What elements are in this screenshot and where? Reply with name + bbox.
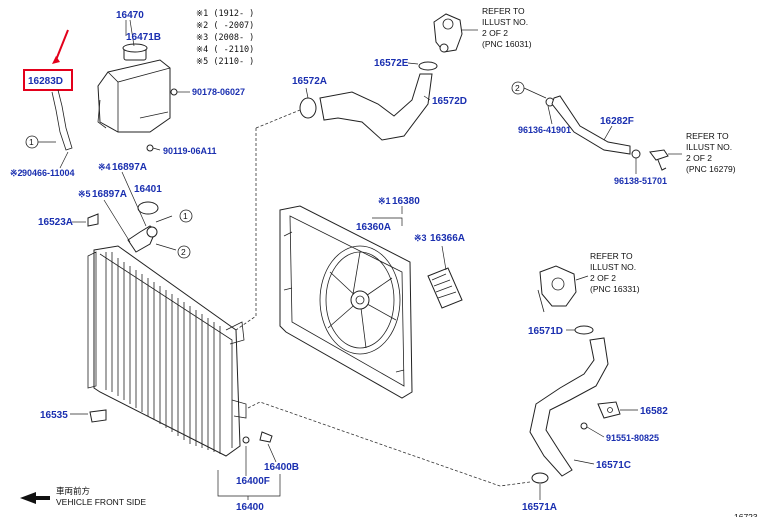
lower-hose-16571c-drawing [529, 337, 609, 477]
ref-1-line-1: REFER TO [482, 6, 525, 16]
ref-block-2: REFER TO ILLUST NO. 2 OF 2 (PNC 16279) [686, 131, 736, 174]
label-16400B[interactable]: 16400B [264, 462, 299, 473]
label-16366A[interactable]: 16366A [430, 233, 465, 244]
fan-motor-cover-drawing [427, 267, 463, 309]
clamp-16572a-drawing [299, 97, 317, 119]
circle-ref-2-a [177, 245, 191, 259]
label-16400[interactable]: 16400 [236, 502, 264, 513]
bushing-16523a-drawing [87, 213, 99, 227]
mark-5: ※5 [78, 189, 91, 199]
reservoir-tank-drawing [97, 43, 178, 152]
bushing-16535-drawing [89, 409, 107, 423]
dashed-lead-upper [235, 109, 301, 331]
clamp-96138-drawing [631, 149, 641, 159]
radiator-cap-drawing [127, 201, 177, 253]
label-16400F[interactable]: 16400F [236, 476, 270, 487]
note-5: ※5 (2110- ) [196, 57, 254, 67]
highlight-box [23, 69, 73, 91]
ref-2-line-4: (PNC 16279) [686, 164, 736, 174]
ref-1-line-3: 2 OF 2 [482, 28, 508, 38]
bypass-hose-16282f-drawing [551, 95, 631, 155]
label-91551-80825[interactable]: 91551-80825 [606, 433, 659, 443]
dashed-lead-lower [247, 401, 531, 487]
ref-1-line-2: ILLUST NO. [482, 17, 528, 27]
clamp-16571d-drawing [574, 325, 594, 335]
fan-shroud-drawing [279, 205, 413, 399]
ref-1-line-4: (PNC 16031) [482, 39, 532, 49]
mark-3: ※3 [414, 233, 427, 243]
mark-1: ※1 [378, 196, 391, 206]
upper-hose-16572d-drawing [319, 73, 433, 141]
vehicle-front-en: VEHICLE FRONT SIDE [56, 497, 146, 507]
ref-3-line-2: ILLUST NO. [590, 262, 636, 272]
label-16470[interactable]: 16470 [116, 10, 144, 21]
ref-2-line-3: 2 OF 2 [686, 153, 712, 163]
vehicle-front-indicator: 車両前方 VEHICLE FRONT SIDE [20, 486, 146, 507]
note-1: ※1 (1912- ) [196, 9, 254, 19]
water-outlet-drawing [433, 13, 463, 53]
pipe-stub-drawing [649, 149, 669, 171]
hose-16283d-drawing [51, 89, 73, 151]
label-96138-51701[interactable]: 96138-51701 [614, 176, 667, 186]
ref-3-line-4: (PNC 16331) [590, 284, 640, 294]
label-16572D[interactable]: 16572D [432, 96, 467, 107]
front-arrow-icon [20, 492, 50, 504]
circle-ref-2-a-text: 2 [181, 247, 186, 257]
label-16283D[interactable]: 16283D [28, 76, 63, 87]
clamp-16571a-drawing [531, 472, 549, 484]
applicability-notes: ※1 (1912- ) ※2 ( -2007) ※3 (2008- ) ※4 (… [196, 9, 254, 67]
note-4: ※4 ( -2110) [196, 45, 254, 55]
ref-2-line-2: ILLUST NO. [686, 142, 732, 152]
label-90119-06A11[interactable]: 90119-06A11 [163, 146, 217, 156]
ref-block-3: REFER TO ILLUST NO. 2 OF 2 (PNC 16331) [590, 251, 640, 294]
label-16571D[interactable]: 16571D [528, 326, 563, 337]
circle-ref-1-b [179, 209, 193, 223]
label-16401[interactable]: 16401 [134, 184, 162, 195]
label-16535[interactable]: 16535 [40, 410, 68, 421]
bracket-16582-drawing [597, 401, 621, 419]
label-16572E[interactable]: 16572E [374, 58, 409, 69]
label-16571C[interactable]: 16571C [596, 460, 631, 471]
vehicle-front-jp: 車両前方 [56, 486, 90, 496]
label-16572A[interactable]: 16572A [292, 76, 327, 87]
circle-ref-1-b-text: 1 [183, 211, 188, 221]
label-16282F[interactable]: 16282F [600, 116, 634, 127]
label-16380[interactable]: 16380 [392, 196, 420, 207]
label-96136-41901[interactable]: 96136-41901 [518, 125, 571, 135]
water-inlet-drawing [537, 265, 577, 313]
label-16523A[interactable]: 16523A [38, 217, 73, 228]
highlight-arrow [55, 29, 69, 61]
ref-block-1: REFER TO ILLUST NO. 2 OF 2 (PNC 16031) [482, 6, 532, 49]
bolt-91551-drawing [580, 422, 588, 430]
circle-ref-1-a-text: 1 [29, 137, 34, 147]
ref-2-line-1: REFER TO [686, 131, 729, 141]
ref-3-line-1: REFER TO [590, 251, 633, 261]
radiator-drawing [87, 245, 247, 457]
label-90466-11004[interactable]: 90466-11004 [22, 168, 75, 178]
label-16582[interactable]: 16582 [640, 406, 668, 417]
label-90178-06027[interactable]: 90178-06027 [192, 87, 245, 97]
label-16360A[interactable]: 16360A [356, 222, 391, 233]
label-16897A-top[interactable]: 16897A [112, 162, 147, 173]
label-16571A[interactable]: 16571A [522, 502, 557, 513]
note-3: ※3 (2008- ) [196, 33, 254, 43]
mark-4: ※4 [98, 162, 111, 172]
mark-2-a: ※2 [10, 168, 23, 178]
illustration-number: 16723 [734, 512, 758, 517]
label-16897A[interactable]: 16897A [92, 189, 127, 200]
note-2: ※2 ( -2007) [196, 21, 254, 31]
drain-cock-drawing [242, 431, 273, 444]
label-16471B[interactable]: 16471B [126, 32, 161, 43]
ref-3-line-3: 2 OF 2 [590, 273, 616, 283]
clamp-16572e-drawing [418, 61, 438, 71]
circle-ref-2-b-text: 2 [515, 83, 520, 93]
